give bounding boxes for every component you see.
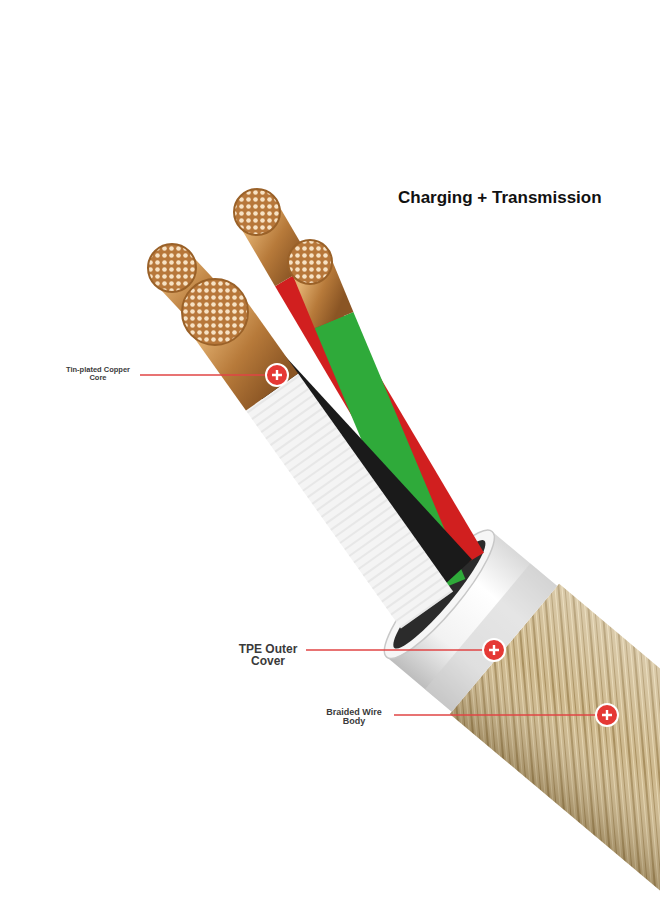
leader-line bbox=[306, 649, 483, 650]
callout-label: TPE Outer Cover bbox=[234, 643, 302, 667]
plus-marker bbox=[596, 704, 618, 726]
plus-marker bbox=[266, 364, 288, 386]
white-wire bbox=[182, 279, 427, 610]
callout-label: Tin-plated Copper Core bbox=[60, 366, 136, 381]
leader-line bbox=[140, 374, 266, 375]
leader-line bbox=[394, 714, 596, 715]
title: Charging + Transmission bbox=[398, 188, 602, 208]
plus-marker bbox=[483, 639, 505, 661]
callout-label: Braided Wire Body bbox=[318, 708, 390, 726]
